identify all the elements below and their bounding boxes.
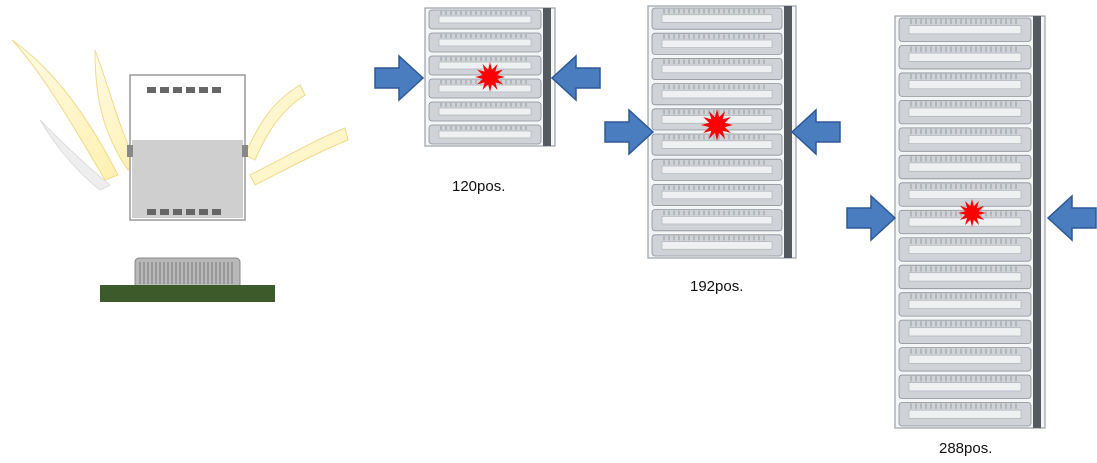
connector-row [428,32,542,53]
connector-row [651,58,783,81]
connector-row [651,32,783,55]
light-beam-left [11,39,136,191]
connector-row [898,182,1032,207]
connector-row [898,292,1032,317]
connector-row [898,237,1032,262]
inward-arrow [790,108,841,156]
inward-arrow [1046,194,1097,242]
connector-row [651,183,783,206]
connector-row [428,124,542,145]
connector-row [651,209,783,232]
stress-burst-icon [475,62,986,227]
connector-row [651,234,783,257]
pcb-board [100,257,275,302]
inward-arrow [846,194,897,242]
inward-arrow [604,108,655,156]
connector-row [898,402,1032,427]
stress-burst [475,62,505,92]
connector-row [898,17,1032,42]
connector-row [898,374,1032,399]
connector-row [898,264,1032,290]
connector-row [898,72,1032,97]
connector-row [651,83,783,106]
connector-row [428,9,542,30]
caption-192pos: 192pos. [690,278,744,295]
connector-row [898,319,1032,344]
stress-burst [958,199,986,227]
connector-row [651,7,783,30]
inward-arrow [374,54,425,102]
upper-contact-row [147,87,221,93]
connector-row [428,101,542,122]
connector-row [898,45,1032,70]
stress-burst [701,109,733,141]
caption-120pos: 120pos. [452,178,506,195]
inward-arrow [550,54,601,102]
connector-row [898,100,1032,125]
connector-cross-section-icon [127,74,248,221]
caption-288pos: 288pos. [939,440,993,457]
inward-arrow-icon [374,54,1097,242]
connector-stack-288pos [894,15,1046,429]
lower-contact-row [147,209,221,215]
connector-row [898,154,1032,180]
light-beam-right [244,84,349,186]
connector-row [898,127,1032,152]
connector-row [651,158,783,181]
connector-row [898,347,1032,372]
